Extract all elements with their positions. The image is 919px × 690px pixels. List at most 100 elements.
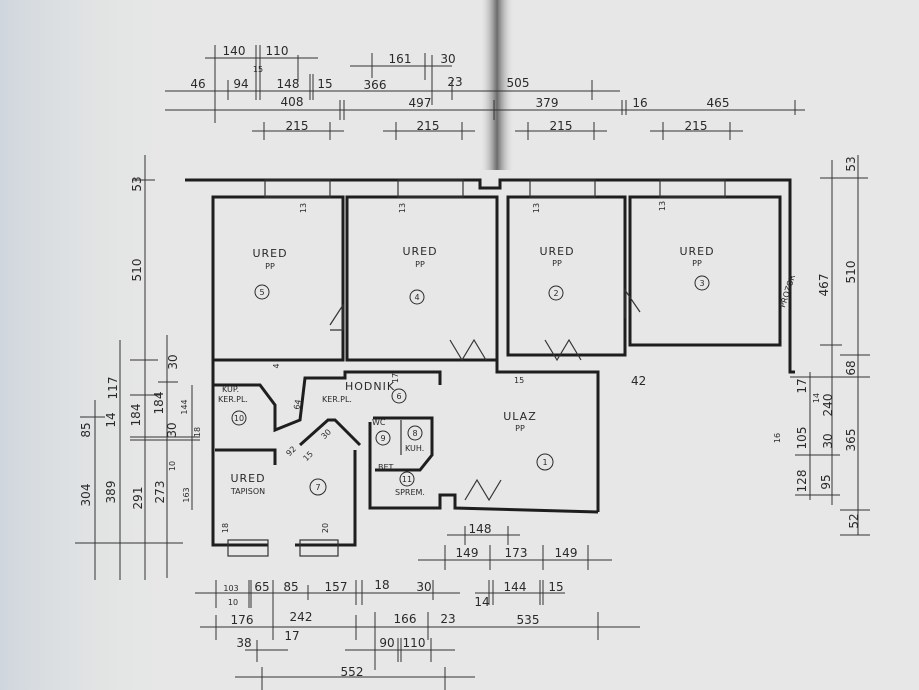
room-name: ULAZ	[503, 410, 537, 423]
room-number: 2	[553, 289, 558, 298]
dim-label: 117	[106, 377, 120, 400]
dim-label: 23	[447, 75, 462, 89]
room-floor: PP	[692, 259, 702, 268]
room-floor: KER.PL.	[218, 395, 248, 404]
dim-label: 273	[153, 481, 167, 504]
room-name: URED	[230, 472, 265, 485]
dim-label: 242	[290, 610, 313, 624]
dim-label: 215	[286, 119, 309, 133]
dim-label: 13	[398, 203, 407, 213]
dim-label: 14	[474, 595, 489, 609]
dim-label: 149	[555, 546, 578, 560]
dim-label: 408	[281, 95, 304, 109]
dim-label: 30	[416, 580, 431, 594]
dim-label: 304	[79, 484, 93, 507]
room-name: WC	[372, 418, 386, 427]
dim-label: 379	[536, 96, 559, 110]
room-number: 7	[315, 483, 320, 492]
dim-label: 497	[409, 96, 432, 110]
dim-label: 23	[440, 612, 455, 626]
room-5: URED PP 5	[252, 247, 287, 300]
room-number: 1	[542, 458, 547, 467]
dim-label: 103	[223, 584, 238, 593]
dim-label: 163	[182, 487, 191, 502]
dim-label: 173	[505, 546, 528, 560]
paper-fold	[480, 0, 514, 170]
dim-label: 90	[379, 636, 394, 650]
dim-label: 15	[317, 77, 332, 91]
dim-label: 128	[795, 470, 809, 493]
dim-label: 465	[707, 96, 730, 110]
dim-label: 68	[844, 360, 858, 375]
inner-dimensions: 13 13 13 13 4 64 92 15 30 17 15 42 18 20	[221, 201, 667, 533]
room-10: KUP. KER.PL. 10	[218, 385, 248, 426]
room-11: BET. 11 SPREM.	[378, 463, 425, 497]
dim-label: 10	[168, 461, 177, 471]
dim-label: 13	[532, 203, 541, 213]
dim-label: 161	[389, 52, 412, 66]
dim-label: 18	[193, 427, 202, 437]
room-name: URED	[252, 247, 287, 260]
room-number: 3	[699, 279, 704, 288]
dim-label: 15	[514, 376, 524, 385]
dim-label: 16	[773, 433, 782, 443]
dim-label: 389	[104, 481, 118, 504]
room-number: 5	[259, 288, 264, 297]
dim-label: 291	[131, 487, 145, 510]
room-6: HODNIK KER.PL. 6	[322, 380, 407, 404]
room-number: 10	[234, 414, 244, 423]
room-number: 9	[380, 434, 385, 443]
room-name: URED	[539, 245, 574, 258]
dim-label: 30	[440, 52, 455, 66]
dim-label: 240	[821, 394, 835, 417]
dim-label: 176	[231, 613, 254, 627]
dim-label: 148	[469, 522, 492, 536]
dim-label: 184	[152, 392, 166, 415]
top-dimensions: 140 110 15 161 30 46 94 148 15 366 23 50…	[190, 44, 729, 133]
dim-label: 4	[272, 363, 281, 368]
dim-label: 552	[341, 665, 364, 679]
room-name: KUH.	[405, 444, 424, 453]
dim-label: 38	[236, 636, 251, 650]
dim-label: 94	[233, 77, 248, 91]
dim-label: 10	[228, 598, 238, 607]
room-2: URED PP 2	[539, 245, 574, 301]
room-4: URED PP 4	[402, 245, 437, 305]
dim-label: 30	[165, 422, 179, 437]
right-dimensions: 53 467 510 68 17 14 240 16 105 30 365 12…	[773, 156, 861, 528]
dim-label: 505	[507, 76, 530, 90]
dim-label: 14	[104, 412, 118, 427]
dim-label: 17	[391, 373, 400, 383]
dim-label: 14	[812, 393, 821, 403]
room-9: WC 9	[372, 418, 391, 446]
dim-label: 30	[166, 354, 180, 369]
dim-label: 215	[550, 119, 573, 133]
room-name: HODNIK	[345, 380, 395, 393]
dim-label: 110	[266, 44, 289, 58]
room-number: 11	[402, 475, 412, 484]
room-floor: PP	[265, 262, 275, 271]
dim-label: 215	[685, 119, 708, 133]
left-dimensions: 304 85 389 14 117 184 291 510 53 184 273…	[79, 176, 202, 509]
dim-label: 65	[254, 580, 269, 594]
dim-label: 53	[130, 176, 144, 191]
dim-label: 30	[821, 433, 835, 448]
room-7: URED TAPISON 7	[230, 472, 327, 496]
dim-label: 467	[817, 274, 831, 297]
room-number: 8	[412, 429, 417, 438]
dim-label: 46	[190, 77, 205, 91]
dim-label: 144	[504, 580, 527, 594]
dim-label: 140	[223, 44, 246, 58]
dim-label: 42	[631, 374, 646, 388]
dim-label: 144	[180, 399, 189, 414]
dim-label: 510	[130, 259, 144, 282]
dim-label: 13	[658, 201, 667, 211]
room-name: KUP.	[222, 385, 239, 394]
dim-label: 366	[364, 78, 387, 92]
room-floor: TAPISON	[230, 487, 265, 496]
room-1: ULAZ PP 1	[503, 410, 554, 471]
room-floor: SPREM.	[395, 488, 425, 497]
dim-label: 157	[325, 580, 348, 594]
walls	[185, 178, 795, 557]
